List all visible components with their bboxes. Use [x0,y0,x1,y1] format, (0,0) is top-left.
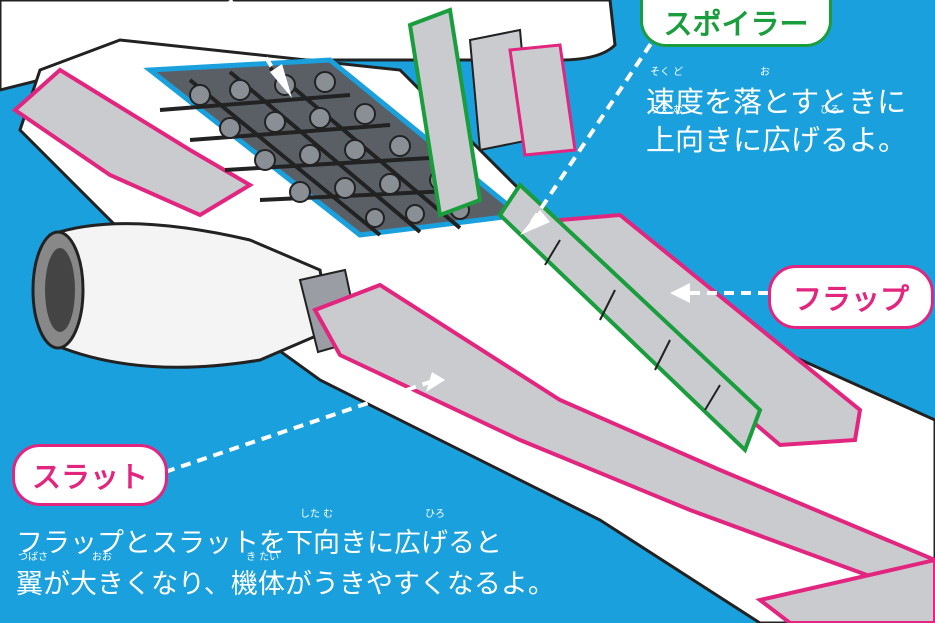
slat-caption-line-1: フラップとスラットを下向きに広げると [16,528,502,559]
ruby-hirogeru-2: ひろ [425,509,445,520]
spoiler-caption-line-1: 速度を落とすときに [646,85,907,119]
ruby-hirogeru-1: ひろ [820,105,840,116]
ruby-sokudo: そく ど [650,67,684,78]
spoiler-caption-line-2: 上向きに広げるよ。 [646,123,908,157]
arrow-heads [270,64,690,392]
slat-panel-upper [11,67,254,218]
label-slat-text: スラット [31,460,148,494]
label-slat: スラット [12,444,168,506]
slat-panel-lower [312,282,935,603]
engine [31,222,362,369]
label-flap-text: フラップ [792,282,909,316]
pointer-arrows [164,0,768,474]
ruby-shitamuki: した む [300,509,334,520]
ruby-otosu: お [760,67,770,78]
ruby-kitai: き たい [246,552,280,563]
label-spoiler: スポイラー [640,0,832,47]
ruby-uemuki: うえ む [650,105,684,116]
ruby-tsubasa: つばさ [18,552,48,563]
spoiler-lower [497,181,763,454]
spoiler-upper [407,7,577,218]
ruby-ookiku: おお [92,552,112,563]
spoiler-segments [544,239,721,411]
label-flap: フラップ [768,265,934,329]
arrow-spoiler [528,28,662,227]
slat-caption-line-2: 翼が大きくなり、機体がうきやすくなるよ。 [16,569,555,600]
arrow-slat [164,380,431,474]
label-spoiler-text: スポイラー [663,7,809,41]
slat-tip [755,557,935,623]
